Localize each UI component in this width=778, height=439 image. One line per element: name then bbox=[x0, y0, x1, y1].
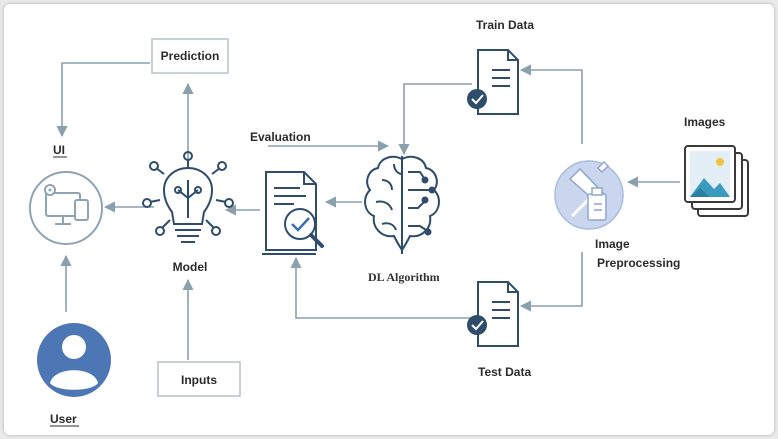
evaluation-document-icon bbox=[262, 171, 324, 255]
prediction-node: Prediction bbox=[151, 38, 229, 74]
train-data-node: Train Data bbox=[467, 18, 534, 115]
image-preprocessing-label-line2: Preprocessing bbox=[597, 256, 680, 270]
images-node: Images bbox=[684, 115, 749, 217]
model-node: Model bbox=[142, 151, 234, 274]
train-data-label: Train Data bbox=[476, 18, 534, 32]
user-node: User bbox=[37, 323, 111, 427]
model-label: Model bbox=[173, 260, 208, 274]
arrow-preproc-to-test bbox=[519, 252, 583, 312]
image-stack-icon bbox=[684, 145, 749, 217]
images-label: Images bbox=[684, 115, 726, 129]
arrow-test-to-evaluation bbox=[290, 256, 472, 319]
train-data-document-icon bbox=[467, 49, 519, 115]
evaluation-label: Evaluation bbox=[250, 130, 311, 144]
ui-node: UI bbox=[29, 143, 103, 245]
flow-diagram: Prediction Inputs UI User bbox=[29, 18, 749, 427]
inputs-node: Inputs bbox=[157, 361, 241, 397]
test-data-node: Test Data bbox=[467, 281, 531, 379]
diagram-canvas: Prediction Inputs UI User bbox=[4, 4, 774, 435]
arrow-train-to-dl bbox=[398, 83, 472, 156]
image-preprocessing-node: Image Preprocessing bbox=[554, 160, 680, 270]
test-data-document-icon bbox=[467, 281, 519, 347]
test-data-label: Test Data bbox=[478, 365, 531, 379]
dl-algorithm-node: DL Algorithm bbox=[364, 155, 440, 284]
brain-circuit-icon bbox=[364, 155, 440, 254]
image-preprocessing-label-line1: Image bbox=[595, 237, 630, 251]
preprocessing-tools-icon bbox=[554, 160, 624, 230]
connector-arrows bbox=[56, 62, 680, 360]
lightbulb-network-icon bbox=[142, 151, 234, 243]
user-avatar-icon bbox=[37, 323, 111, 397]
monitor-devices-icon bbox=[29, 171, 103, 245]
dl-algorithm-label: DL Algorithm bbox=[368, 270, 440, 284]
arrow-prediction-to-ui bbox=[56, 62, 150, 138]
ui-label: UI bbox=[53, 143, 65, 157]
prediction-label: Prediction bbox=[161, 49, 220, 63]
user-label: User bbox=[50, 412, 77, 426]
evaluation-node: Evaluation bbox=[250, 130, 324, 255]
inputs-label: Inputs bbox=[181, 373, 217, 387]
arrow-preproc-to-train bbox=[519, 64, 583, 144]
